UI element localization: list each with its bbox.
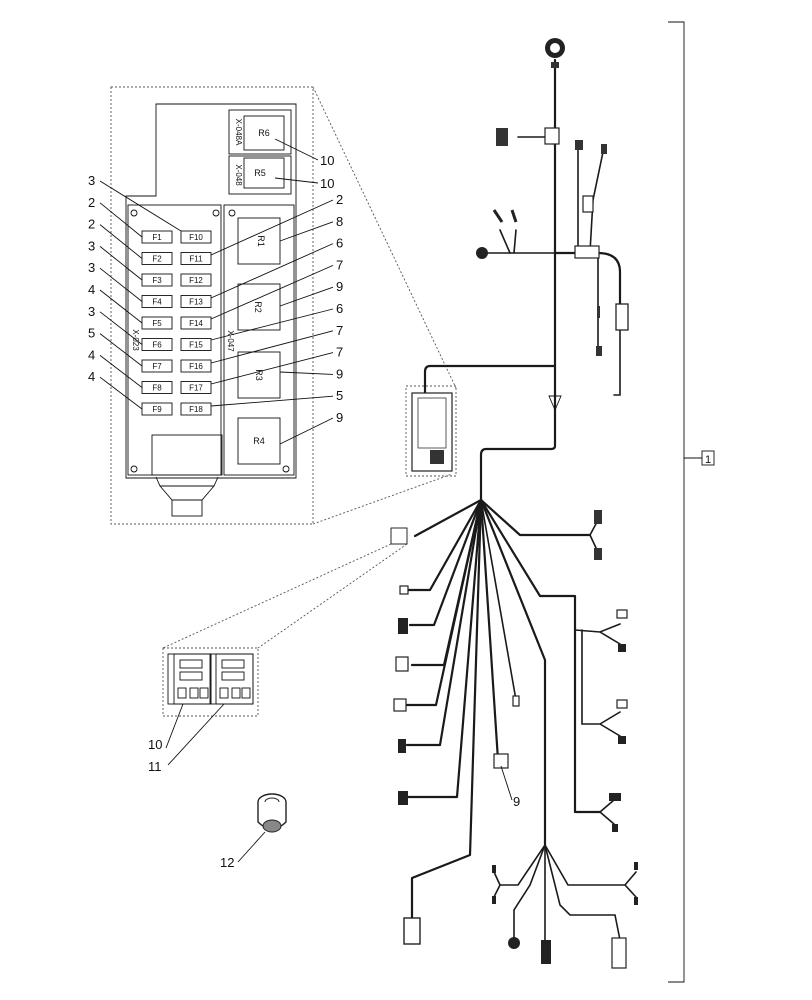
fuse-f11 (180, 252, 212, 265)
relay-r6 (243, 115, 285, 151)
fuse-f16 (180, 359, 212, 373)
fuse-label: F3 (152, 276, 162, 285)
callout-left: 4 (88, 282, 95, 297)
relay-r3-label: R3 (254, 369, 264, 381)
callout-right: 2 (336, 192, 343, 207)
fuse-label: F4 (152, 298, 162, 307)
fuse-label: F5 (152, 319, 162, 328)
callout-top-1: 10 (320, 153, 334, 168)
callout-right: 9 (336, 366, 343, 381)
fusebox-detail-frame (110, 86, 314, 525)
relay-r5-label: R5 (254, 168, 266, 178)
callout-left: 3 (88, 238, 95, 253)
washer-item-12 (257, 793, 287, 833)
callout-right: 7 (336, 323, 343, 338)
connector-x047: X-047 (226, 330, 235, 352)
harness-wires (404, 58, 637, 946)
callout-9: 9 (513, 794, 520, 809)
callout-right: 6 (336, 301, 343, 316)
fuse-f13 (180, 295, 212, 308)
callout-left: 3 (88, 173, 95, 188)
fuse-label: F13 (189, 298, 203, 307)
fuse-label: F8 (152, 384, 162, 393)
fuse-f15 (180, 338, 212, 351)
fuse-label: F9 (152, 405, 162, 414)
fuse-f14 (180, 316, 212, 330)
fuse-label: F14 (189, 319, 203, 328)
relay-r4-label: R4 (253, 436, 265, 446)
fuse-label: F16 (189, 362, 203, 371)
connector-x048: X-048 (234, 164, 243, 186)
callout-right: 9 (336, 410, 343, 425)
callout-10: 10 (148, 737, 162, 752)
relay-r5 (243, 157, 285, 189)
connector-icon (496, 128, 508, 146)
relay-r1-label: R1 (256, 235, 266, 247)
callout-right: 7 (336, 345, 343, 360)
fuse-label: F12 (189, 276, 203, 285)
relay-r6-label: R6 (258, 128, 270, 138)
relay-r2-label: R2 (253, 301, 263, 313)
fuse-f17 (180, 381, 212, 394)
callout-right: 8 (336, 214, 343, 229)
relay-r3 (237, 351, 281, 399)
connector-x048a: X-048A (234, 119, 243, 146)
callout-left: 3 (88, 260, 95, 275)
callout-right: 7 (336, 257, 343, 272)
callout-11: 11 (148, 759, 162, 774)
callout-1: 1 (705, 454, 711, 466)
relay-module-detail (162, 527, 408, 717)
callout-left: 4 (88, 369, 95, 384)
fusebox-body (125, 103, 297, 479)
fuse-label: F17 (189, 384, 203, 393)
callout-1-box (701, 450, 715, 466)
fuse-label: F18 (189, 405, 203, 414)
fuse-label: F11 (189, 255, 203, 264)
fuse-label: F6 (152, 341, 162, 350)
fuse-label: F15 (189, 341, 203, 350)
callout-leaders: 3 2 2 3 3 4 3 5 4 4 2 8 6 7 9 6 7 7 9 5 9 (88, 173, 343, 445)
fuse-f10 (180, 230, 212, 244)
callout-top-2: 10 (320, 176, 334, 191)
callout-right: 5 (336, 388, 343, 403)
fuse-f12 (180, 273, 212, 287)
assembly-bracket (668, 21, 685, 983)
fuse-label: F10 (189, 233, 203, 242)
callout-left: 2 (88, 195, 95, 210)
callout-right: 6 (336, 236, 343, 251)
callout-12: 12 (220, 855, 234, 870)
harness-components (393, 38, 638, 969)
fuse-label: F2 (152, 255, 162, 264)
callout-left: 5 (88, 326, 95, 341)
relay-r4 (237, 417, 281, 465)
fuse-label: F7 (152, 362, 162, 371)
connector-x023: X-023 (131, 329, 140, 351)
callout-left: 2 (88, 217, 95, 232)
callout-left: 4 (88, 347, 95, 362)
callout-right: 9 (336, 279, 343, 294)
fuse-label: F1 (152, 233, 162, 242)
callout-left: 3 (88, 304, 95, 319)
fuse-f18 (180, 402, 212, 416)
